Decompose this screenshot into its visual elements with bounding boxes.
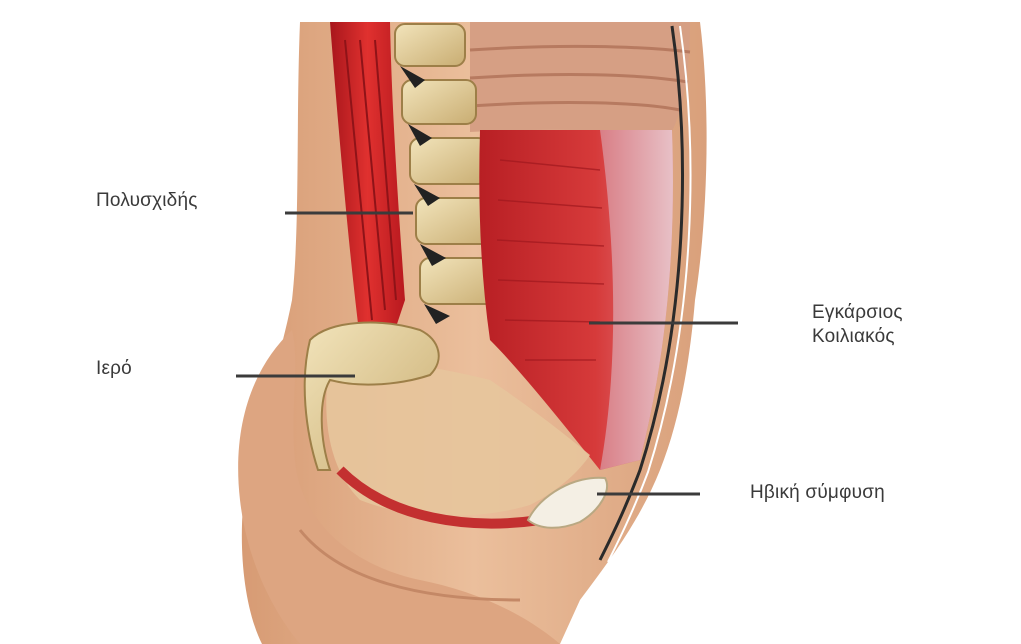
- transverse-abdominis-label: Εγκάρσιος Κοιλιακός: [812, 301, 903, 349]
- sacrum-label: Ιερό: [96, 357, 132, 381]
- multifidus-label: Πολυσχιδής: [96, 189, 198, 213]
- transverse-label-line-1: Εγκάρσιος: [812, 301, 903, 325]
- pubic-symphysis-label: Ηβική σύμφυση: [750, 481, 885, 505]
- transverse-label-line-2: Κοιλιακός: [812, 325, 903, 349]
